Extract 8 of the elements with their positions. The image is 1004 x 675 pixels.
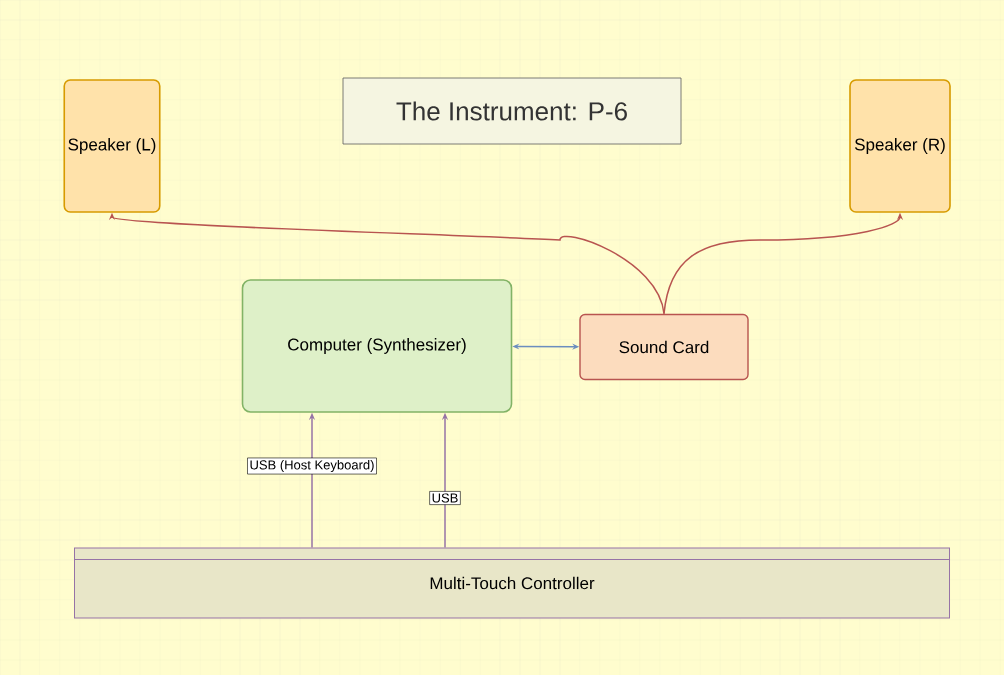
title-box: The Instrument: P-6 [342,77,682,145]
edge-label: USB (Host Keyboard) [247,457,377,475]
edge-label: USB [429,491,461,505]
speaker-box: Speaker (L) [63,79,161,213]
sound-card-box: Sound Card [579,313,749,381]
controller-bar: Multi-Touch Controller [73,547,951,619]
computer-box: Computer (Synthesizer) [241,279,513,413]
speaker-box: Speaker (R) [849,79,951,213]
